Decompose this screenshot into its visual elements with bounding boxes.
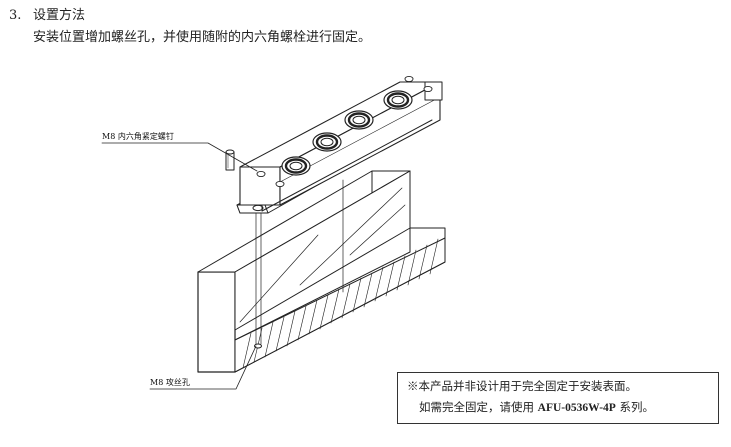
fan-port-3 xyxy=(344,110,374,130)
tap-hole-callout-label: M8 攻丝孔 xyxy=(150,378,190,387)
instruction-text: 安装位置增加螺丝孔，并使用随附的内六角螺栓进行固定。 xyxy=(33,30,372,45)
section-title: 设置方法 xyxy=(33,8,86,23)
fan-port-4 xyxy=(383,90,413,110)
alignment-lines xyxy=(255,179,344,345)
notice-line-2: 如需完全固定，请使用 AFU-0536W-4P 系列。 xyxy=(407,397,718,419)
fan-port-1 xyxy=(281,156,311,176)
leader-lines xyxy=(101,142,258,390)
notice-line-1: ※本产品并非设计用于完全固定于安装表面。 xyxy=(407,379,637,393)
fan-port-2 xyxy=(312,132,342,152)
section-number: 3. xyxy=(9,8,22,23)
bolt-heads xyxy=(256,75,433,188)
notice-line-2-suffix: 系列。 xyxy=(615,400,654,414)
set-screw xyxy=(225,149,235,171)
notice-model-number: AFU-0536W-4P xyxy=(537,402,616,414)
notice-box: ※本产品并非设计用于完全固定于安装表面。 如需完全固定，请使用 AFU-0536… xyxy=(397,372,719,424)
section-heading: 3. 设置方法 xyxy=(9,7,85,25)
screw-callout-label: M8 内六角紧定螺钉 xyxy=(102,132,174,141)
mounting-base xyxy=(197,170,446,373)
notice-line-2-prefix: 如需完全固定，请使用 xyxy=(419,400,538,414)
tap-hole xyxy=(254,343,262,349)
